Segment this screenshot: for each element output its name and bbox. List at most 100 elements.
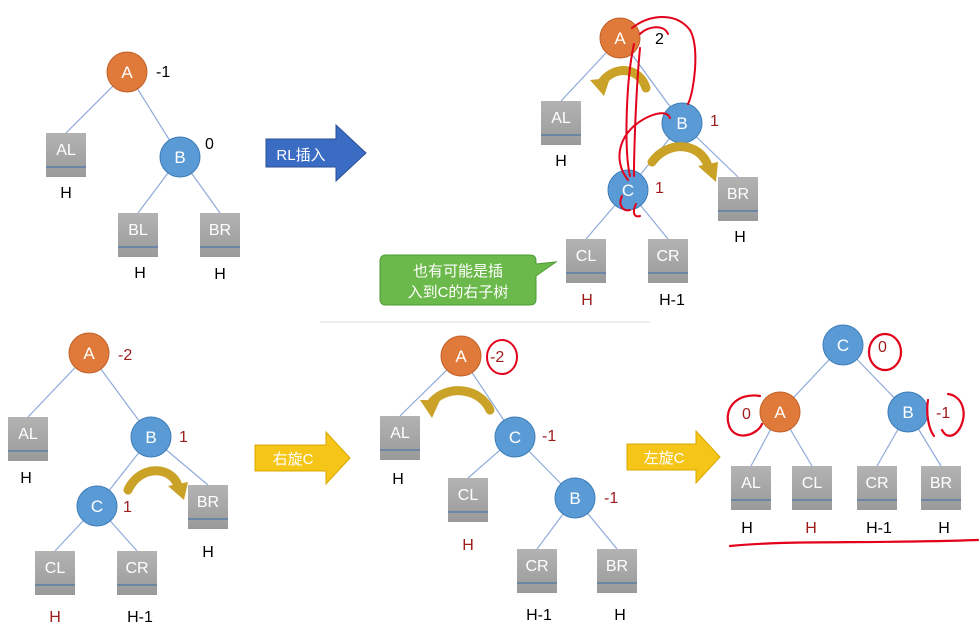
balance-a: -1 <box>156 64 170 81</box>
height-br: H <box>938 520 950 537</box>
red-circle-a <box>486 339 518 375</box>
subtree-br-label: BR <box>727 186 749 203</box>
arrow-left-rotate: 左旋C <box>626 429 721 485</box>
node-b-label: B <box>145 428 156 447</box>
edges <box>65 71 221 214</box>
balance-b: 1 <box>710 113 719 130</box>
height-cl: H <box>581 292 593 309</box>
subtree-al-label: AL <box>390 425 410 442</box>
arrow-rl-label: RL插入 <box>276 147 325 164</box>
edges <box>560 37 739 240</box>
node-b: B <box>130 416 172 458</box>
red-annotations <box>618 16 697 218</box>
node-b: B <box>554 477 596 519</box>
subtree-al-label: AL <box>741 475 761 492</box>
node-b-label: B <box>569 489 580 508</box>
subtree-bl-label: BL <box>128 222 148 239</box>
balance-a: -2 <box>490 349 504 366</box>
subtree-br: BR <box>200 213 240 257</box>
panel-bottom-middle: A -2 C -1 B -1 AL H CL H CR H-1 <box>380 335 637 624</box>
node-b: B <box>661 102 703 144</box>
balance-c: -1 <box>542 428 556 445</box>
subtree-br-label: BR <box>930 475 952 492</box>
node-c: C <box>607 169 649 211</box>
node-b-label: B <box>174 148 185 167</box>
height-cl: H <box>805 520 817 537</box>
subtree-cr: CR <box>648 239 688 283</box>
subtree-cr-label: CR <box>125 560 148 577</box>
subtree-cl: CL <box>35 551 75 595</box>
subtree-al: AL <box>380 416 420 460</box>
node-b-label: B <box>676 114 687 133</box>
callout-bubble: 也有可能是插 入到C的右子树 <box>379 254 558 306</box>
node-b: B <box>887 391 929 433</box>
subtree-br: BR <box>718 177 758 221</box>
height-cr: H-1 <box>866 520 892 537</box>
subtree-al-label: AL <box>56 142 76 159</box>
node-b: B <box>159 136 201 178</box>
rotate-arrow-a <box>590 66 651 96</box>
subtree-cl-label: CL <box>576 248 597 265</box>
height-bl: H <box>134 265 146 282</box>
node-a-label: A <box>83 344 95 363</box>
subtree-al: AL <box>46 133 86 177</box>
height-cr: H-1 <box>526 607 552 624</box>
rotate-arrow-b <box>647 142 718 182</box>
node-a: A <box>599 17 641 59</box>
rotate-arrow-b <box>123 466 188 500</box>
node-a-label: A <box>614 29 626 48</box>
arrow-rl-insert: RL插入 <box>265 123 367 183</box>
node-a: A <box>759 391 801 433</box>
subtree-cr-label: CR <box>865 475 888 492</box>
height-br: H <box>202 544 214 561</box>
subtree-cl-label: CL <box>802 475 823 492</box>
node-a: A <box>68 332 110 374</box>
panel-top-right: A 2 B 1 C 1 AL H BR H CL H <box>541 16 758 309</box>
rotate-arrow-a <box>420 386 495 418</box>
node-c: C <box>822 324 864 366</box>
subtree-br: BR <box>597 549 637 593</box>
balance-c: 1 <box>655 180 664 197</box>
node-b-label: B <box>902 403 913 422</box>
node-a: A <box>106 51 148 93</box>
subtree-al-label: AL <box>18 426 38 443</box>
height-al: H <box>555 153 567 170</box>
node-a-label: A <box>121 63 133 82</box>
subtree-cr: CR <box>517 549 557 593</box>
subtree-br: BR <box>921 466 961 510</box>
subtree-br-label: BR <box>606 558 628 575</box>
height-al: H <box>392 471 404 488</box>
balance-a: 2 <box>655 31 664 48</box>
balance-c: 1 <box>123 499 132 516</box>
subtree-br-label: BR <box>197 494 219 511</box>
balance-b: -1 <box>604 490 618 507</box>
subtree-al-label: AL <box>551 110 571 127</box>
subtree-cl-label: CL <box>458 487 479 504</box>
height-al: H <box>60 185 72 202</box>
balance-a: -2 <box>118 347 132 364</box>
balance-b: 0 <box>205 136 214 153</box>
height-cl: H <box>462 537 474 554</box>
balance-a: 0 <box>742 406 751 423</box>
node-c-label: C <box>509 428 521 447</box>
red-annotations <box>726 332 980 548</box>
node-c-label: C <box>837 336 849 355</box>
height-cl: H <box>49 609 61 626</box>
arrow-left-rotate-label: 左旋C <box>644 450 685 467</box>
subtree-cr: CR <box>117 551 157 595</box>
subtree-br-label: BR <box>209 222 231 239</box>
subtree-al: AL <box>541 101 581 145</box>
arrow-right-rotate-label: 右旋C <box>273 451 314 468</box>
height-al: H <box>20 470 32 487</box>
node-c-label: C <box>91 497 103 516</box>
subtree-cl: CL <box>566 239 606 283</box>
balance-b: 1 <box>179 429 188 446</box>
subtree-cr-label: CR <box>656 248 679 265</box>
subtree-cl: CL <box>448 478 488 522</box>
height-al: H <box>741 520 753 537</box>
panel-bottom-left: A -2 B 1 C 1 AL H BR H CL H <box>8 332 228 626</box>
panel-top-left: A -1 B 0 AL H BL H BR H <box>46 51 240 283</box>
subtree-bl: BL <box>118 213 158 257</box>
node-a: A <box>440 335 482 377</box>
